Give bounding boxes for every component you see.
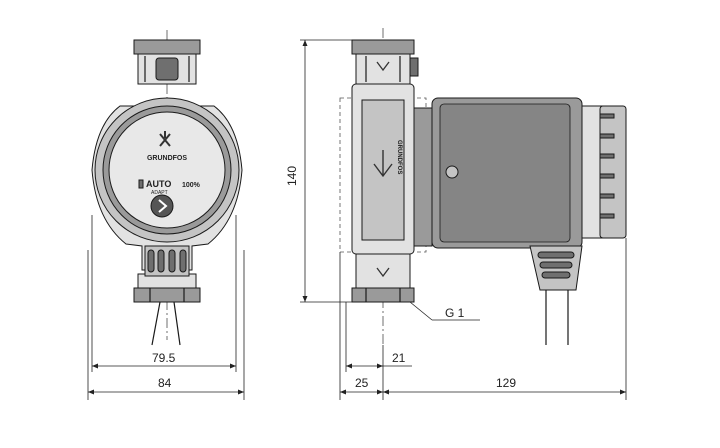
front-logo-icon — [159, 131, 171, 147]
flow-arrow-icon — [376, 61, 390, 72]
dim-84-text: 84 — [158, 376, 172, 390]
side-brand-text: GRUNDFOS — [396, 140, 402, 174]
vent-plug — [445, 165, 459, 179]
top-nut-lock — [155, 57, 179, 81]
front-top-connector — [133, 39, 201, 85]
mode-button[interactable] — [150, 194, 174, 218]
side-view: GRUNDFOS — [339, 28, 627, 345]
top-nut-collar — [133, 39, 201, 55]
motor-housing — [413, 97, 627, 249]
front-bottom-connector — [133, 273, 201, 303]
dim-79-5-text: 79.5 — [152, 351, 176, 365]
end-cap — [599, 105, 627, 239]
side-top-connector — [351, 39, 419, 85]
front-face — [108, 111, 226, 229]
percent-label: 100% — [182, 182, 201, 189]
front-brand-text: GRUNDFOS — [147, 155, 187, 162]
thread-leader-line — [409, 301, 433, 321]
dimension-lines: 79.5 84 140 21 25 129 — [87, 39, 627, 400]
side-cable — [545, 290, 569, 345]
mode-label: AUTO — [146, 179, 171, 189]
dim-140-text: 140 — [285, 166, 299, 186]
front-view: GRUNDFOS AUTO ADAPT 100% — [91, 30, 243, 346]
front-cable-gland — [144, 245, 190, 277]
chevron-right-icon — [158, 199, 168, 213]
dim-129-text: 129 — [496, 376, 516, 390]
front-cable — [151, 301, 181, 346]
thermometer-icon — [138, 179, 144, 189]
bottom-nut-collar — [133, 287, 201, 303]
dim-25-text: 25 — [355, 376, 369, 390]
flow-direction-icon — [373, 150, 393, 178]
dim-21-text: 21 — [392, 351, 406, 365]
side-bottom-connector — [351, 253, 415, 303]
thread-label: G 1 — [445, 306, 465, 320]
side-cable-gland — [529, 245, 583, 345]
mode-sublabel: ADAPT — [151, 190, 168, 196]
